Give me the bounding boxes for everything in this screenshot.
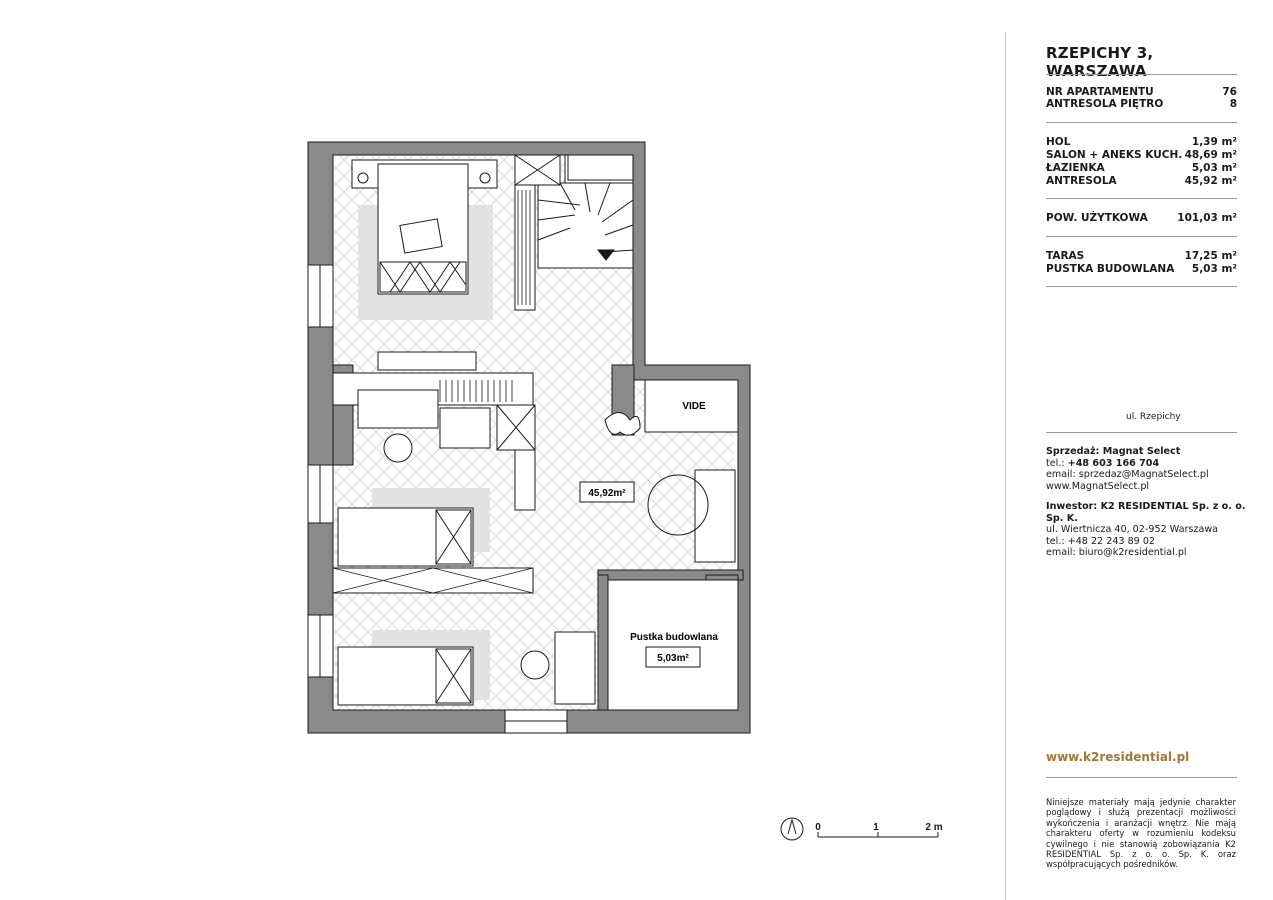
apartment-number-value: 76: [1222, 86, 1237, 98]
usable-area-row: POW. UŻYTKOWA 101,03 m²: [1046, 212, 1237, 224]
plant: [604, 412, 641, 436]
vide-area: VIDE: [644, 379, 739, 433]
svg-text:45,92m²: 45,92m²: [588, 488, 626, 499]
sidebar-divider: [1005, 32, 1006, 900]
sales-phone[interactable]: +48 603 166 704: [1067, 457, 1160, 469]
disclaimer: Niniejsze materiały mają jedynie charakt…: [1046, 797, 1236, 870]
vide-label: VIDE: [682, 401, 706, 412]
street-label: ul. Rzepichy: [1126, 412, 1181, 422]
floor-value: 8: [1229, 98, 1237, 110]
floor-label: ANTRESOLA PIĘTRO: [1046, 98, 1164, 110]
company-website-link[interactable]: www.k2residential.pl: [1046, 750, 1190, 764]
void-row: PUSTKA BUDOWLANA 5,03 m²: [1046, 263, 1237, 275]
sales-website[interactable]: www.MagnatSelect.pl: [1046, 480, 1150, 492]
room-row-lazienka: ŁAZIENKA 5,03 m²: [1046, 162, 1237, 174]
investor-phone[interactable]: tel.: +48 22 243 89 02: [1046, 535, 1156, 547]
room-row-salon: SALON + ANEKS KUCH. 48,69 m²: [1046, 149, 1237, 161]
apartment-number-row: NR APARTAMENTU 76: [1046, 86, 1237, 99]
sales-heading: Sprzedaż: Magnat Select: [1046, 446, 1181, 457]
room-row-hol: HOL 1,39 m²: [1046, 136, 1237, 148]
divider: [1046, 74, 1237, 75]
divider: [1046, 777, 1237, 778]
divider: [1046, 286, 1237, 287]
investor-email[interactable]: email: biuro@k2residential.pl: [1046, 547, 1187, 559]
terrace-row: TARAS 17,25 m²: [1046, 250, 1237, 262]
divider: [1046, 198, 1237, 199]
void-title: Pustka budowlana: [630, 632, 718, 643]
void-area: Pustka budowlana 5,03m²: [607, 579, 739, 711]
scale-tick-2: 2 m: [925, 822, 942, 833]
floor-plan: VIDE Pustka budowlana 5,03m² 45,92m²: [307, 141, 943, 841]
investor-address: ul. Wiertnicza 40, 02-952 Warszawa: [1046, 524, 1219, 536]
sales-phone-line: tel.: +48 603 166 704: [1046, 457, 1160, 469]
beds: [337, 159, 498, 706]
scale-tick-1: 1: [873, 822, 879, 833]
divider: [1046, 122, 1237, 123]
desks: [357, 351, 736, 705]
scale-bar: 0 1 2 m: [780, 817, 943, 841]
room-row-antresola: ANTRESOLA 45,92 m²: [1046, 175, 1237, 187]
stairs: [514, 154, 634, 269]
divider: [1046, 236, 1237, 237]
sales-email[interactable]: email: sprzedaz@MagnatSelect.pl: [1046, 469, 1209, 481]
divider: [1046, 432, 1237, 433]
scale-tick-0: 0: [815, 822, 821, 833]
investor-contact: Inwestor: K2 RESIDENTIAL Sp. z o. o. Sp.…: [1046, 501, 1246, 559]
project-title: RZEPICHY 3, WARSZAWA: [1046, 44, 1154, 80]
sales-contact: Sprzedaż: Magnat Select tel.: +48 603 16…: [1046, 446, 1246, 492]
void-area-label: 5,03m²: [657, 653, 689, 664]
apartment-number-label: NR APARTAMENTU: [1046, 86, 1154, 98]
windows: [307, 264, 568, 734]
floor-row: ANTRESOLA PIĘTRO 8: [1046, 98, 1237, 111]
investor-heading: Inwestor: K2 RESIDENTIAL Sp. z o. o. Sp.…: [1046, 501, 1246, 524]
main-area-label: 45,92m²: [579, 481, 635, 503]
wardrobes: [332, 184, 536, 594]
